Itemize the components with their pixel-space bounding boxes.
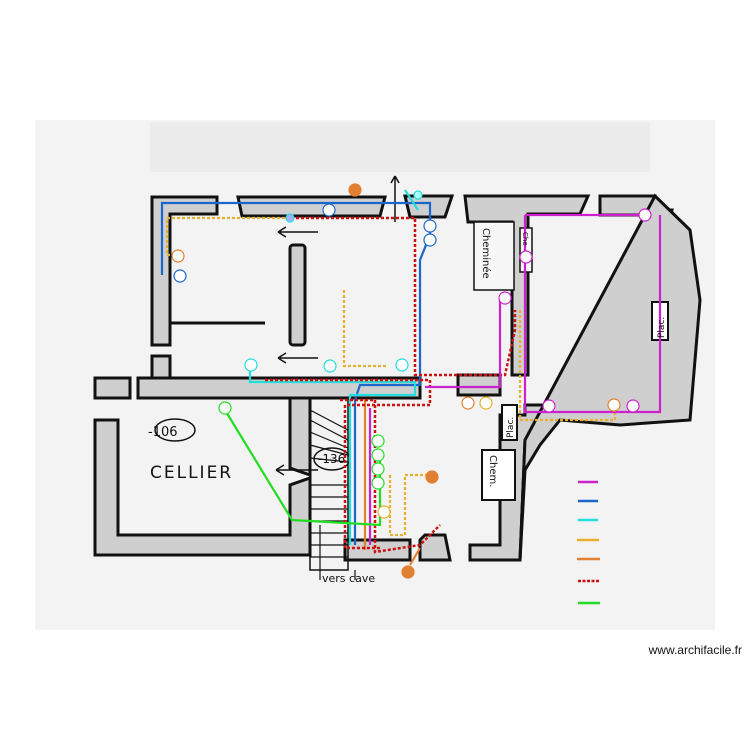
stair-level-label: -136	[318, 452, 345, 466]
cave-label: vers cave	[322, 572, 375, 585]
watermark: www.archifacile.fr	[648, 643, 742, 657]
cellier-level-label: -106	[148, 425, 178, 440]
door-arrows	[275, 175, 400, 476]
cellier-label: CELLIER	[150, 463, 233, 483]
legend	[577, 480, 600, 605]
placard-right-label: Plac.	[657, 317, 667, 338]
cheminee-label: Cheminée	[480, 228, 492, 279]
staircase	[309, 397, 356, 580]
outlets	[171, 183, 652, 579]
paper-shade	[150, 122, 650, 172]
cheminee-small-label: Che	[521, 232, 529, 246]
cheminee-middle-label: Chem.	[487, 455, 498, 487]
wiring	[160, 189, 662, 566]
fixtures	[154, 221, 669, 501]
placard-middle-label: Plac.	[506, 417, 516, 438]
